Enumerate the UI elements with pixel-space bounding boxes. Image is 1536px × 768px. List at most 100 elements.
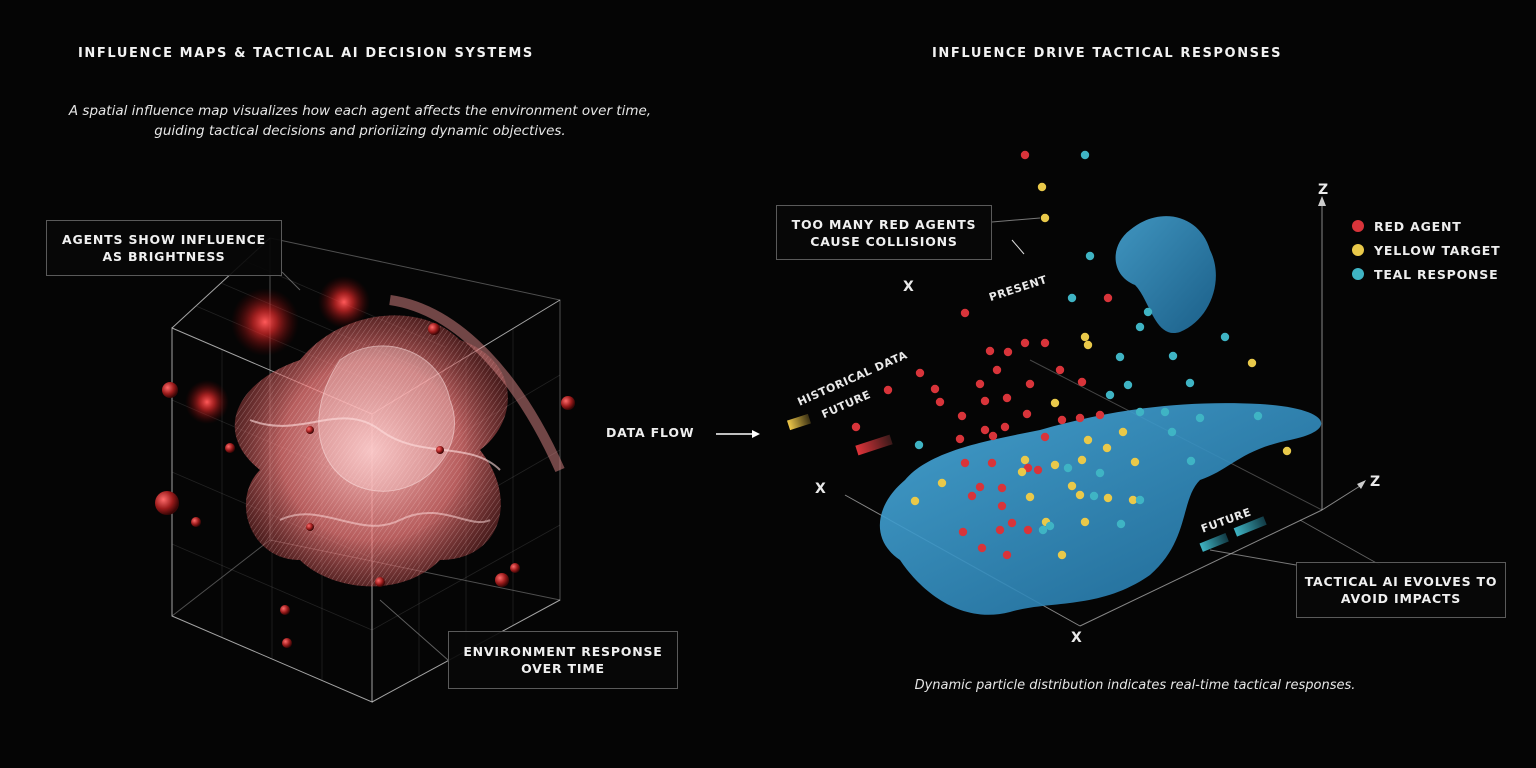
yellow-target-particle bbox=[1050, 460, 1060, 470]
red-agent-particle bbox=[1000, 422, 1010, 432]
red-agent-particle bbox=[975, 379, 985, 389]
connector-bottom-right bbox=[1209, 549, 1297, 566]
red-agent-particle bbox=[1020, 338, 1030, 348]
yellow-target-particle bbox=[1037, 182, 1047, 192]
connector-top-left bbox=[281, 271, 301, 291]
red-agent-particle bbox=[930, 384, 940, 394]
left-title: INFLUENCE MAPS & TACTICAL AI DECISION SY… bbox=[78, 46, 534, 61]
callout-line: AGENTS SHOW INFLUENCE bbox=[62, 232, 266, 247]
callout-line: TACTICAL AI EVOLVES TO bbox=[1304, 574, 1498, 589]
callout-line: AS BRIGHTNESS bbox=[102, 249, 226, 264]
particle-field bbox=[851, 150, 1292, 560]
teal-response-particle bbox=[1080, 150, 1090, 160]
red-agent-particle bbox=[1055, 365, 1065, 375]
red-agent-particle bbox=[1040, 432, 1050, 442]
axis-label-z-right: Z bbox=[1370, 474, 1381, 490]
teal-response-particle bbox=[1095, 468, 1105, 478]
intro-line-2: guiding tactical decisions and prioriizi… bbox=[154, 123, 566, 139]
teal-response-particle bbox=[1067, 293, 1077, 303]
right-title: INFLUENCE DRIVE TACTICAL RESPONSES bbox=[932, 46, 1283, 61]
callout-line: ENVIRONMENT RESPONSE bbox=[463, 644, 663, 659]
yellow-target-particle bbox=[1128, 495, 1138, 505]
red-agent-particle bbox=[958, 527, 968, 537]
yellow-target-particle bbox=[1067, 481, 1077, 491]
axis-label-x-left: X bbox=[815, 481, 826, 497]
red-agent-particle bbox=[1103, 293, 1113, 303]
red-agent-particle bbox=[987, 458, 997, 468]
influence-glows bbox=[185, 276, 370, 424]
callout-agents-influence: AGENTS SHOW INFLUENCE AS BRIGHTNESS bbox=[46, 220, 282, 276]
legend-label: TEAL RESPONSE bbox=[1374, 266, 1499, 282]
red-agent-particle bbox=[967, 491, 977, 501]
timeline-markers bbox=[786, 413, 1267, 552]
legend-item-yellow: YELLOW TARGET bbox=[1352, 238, 1500, 262]
red-agent-particle bbox=[935, 397, 945, 407]
teal-response-particle bbox=[1123, 380, 1133, 390]
red-agent-particle bbox=[1023, 463, 1033, 473]
red-agent-particle bbox=[997, 483, 1007, 493]
red-agent-particle bbox=[980, 425, 990, 435]
legend-red-dot bbox=[1352, 220, 1364, 232]
legend: RED AGENT YELLOW TARGET TEAL RESPONSE bbox=[1352, 214, 1500, 286]
axis-z2-arrow bbox=[1357, 480, 1366, 489]
teal-response-particle bbox=[1253, 411, 1263, 421]
teal-response-particle bbox=[1168, 351, 1178, 361]
red-agent-particle bbox=[1003, 347, 1013, 357]
teal-response-particle bbox=[1135, 495, 1145, 505]
teal-response-particle bbox=[1115, 352, 1125, 362]
red-agent-particle bbox=[975, 482, 985, 492]
yellow-target-particle bbox=[937, 478, 947, 488]
red-agent-particle bbox=[883, 385, 893, 395]
teal-response-particle bbox=[1135, 407, 1145, 417]
connector-top-right bbox=[991, 217, 1041, 223]
legend-item-red: RED AGENT bbox=[1352, 214, 1500, 238]
teal-response-particle bbox=[1045, 521, 1055, 531]
red-agent-particle bbox=[1020, 150, 1030, 160]
red-agent-particle bbox=[851, 422, 861, 432]
callout-line: OVER TIME bbox=[521, 661, 605, 676]
yellow-target-particle bbox=[1130, 457, 1140, 467]
yellow-target-particle bbox=[1025, 492, 1035, 502]
red-agent-particle bbox=[960, 458, 970, 468]
yellow-target-particle bbox=[910, 496, 920, 506]
yellow-target-particle bbox=[1118, 427, 1128, 437]
agent-spheres bbox=[155, 323, 575, 648]
teal-response-particle bbox=[1220, 332, 1230, 342]
callout-environment-response: ENVIRONMENT RESPONSE OVER TIME bbox=[448, 631, 678, 689]
response-surface bbox=[879, 216, 1322, 615]
yellow-target-particle bbox=[1075, 490, 1085, 500]
yellow-target-particle bbox=[1247, 358, 1257, 368]
axis-label-z-top: Z bbox=[1318, 182, 1329, 198]
red-agent-particle bbox=[915, 368, 925, 378]
red-agent-particle bbox=[997, 501, 1007, 511]
red-agent-particle bbox=[1077, 377, 1087, 387]
yellow-target-particle bbox=[1083, 435, 1093, 445]
teal-response-particle bbox=[1167, 427, 1177, 437]
teal-response-particle bbox=[1038, 525, 1048, 535]
teal-response-particle bbox=[1185, 378, 1195, 388]
collision-arrow bbox=[1011, 239, 1025, 255]
connector-bottom-left bbox=[379, 599, 449, 661]
influence-mesh bbox=[234, 295, 565, 587]
axis-z-arrow bbox=[1318, 196, 1326, 206]
yellow-target-particle bbox=[1083, 340, 1093, 350]
red-agent-particle bbox=[955, 434, 965, 444]
axis-label-x-top: X bbox=[903, 279, 914, 295]
red-agent-particle bbox=[960, 308, 970, 318]
red-agent-particle bbox=[1057, 415, 1067, 425]
red-agent-particle bbox=[957, 411, 967, 421]
teal-response-particle bbox=[1160, 407, 1170, 417]
teal-response-particle bbox=[914, 440, 924, 450]
teal-response-particle bbox=[1063, 463, 1073, 473]
yellow-target-particle bbox=[1020, 455, 1030, 465]
red-agent-particle bbox=[995, 525, 1005, 535]
red-agent-particle bbox=[1002, 393, 1012, 403]
red-agent-particle bbox=[992, 365, 1002, 375]
yellow-target-particle bbox=[1077, 455, 1087, 465]
teal-response-particle bbox=[1085, 251, 1095, 261]
data-flow-label: DATA FLOW bbox=[606, 425, 695, 440]
yellow-target-particle bbox=[1080, 332, 1090, 342]
teal-response-particle bbox=[1089, 491, 1099, 501]
legend-label: YELLOW TARGET bbox=[1374, 242, 1501, 258]
